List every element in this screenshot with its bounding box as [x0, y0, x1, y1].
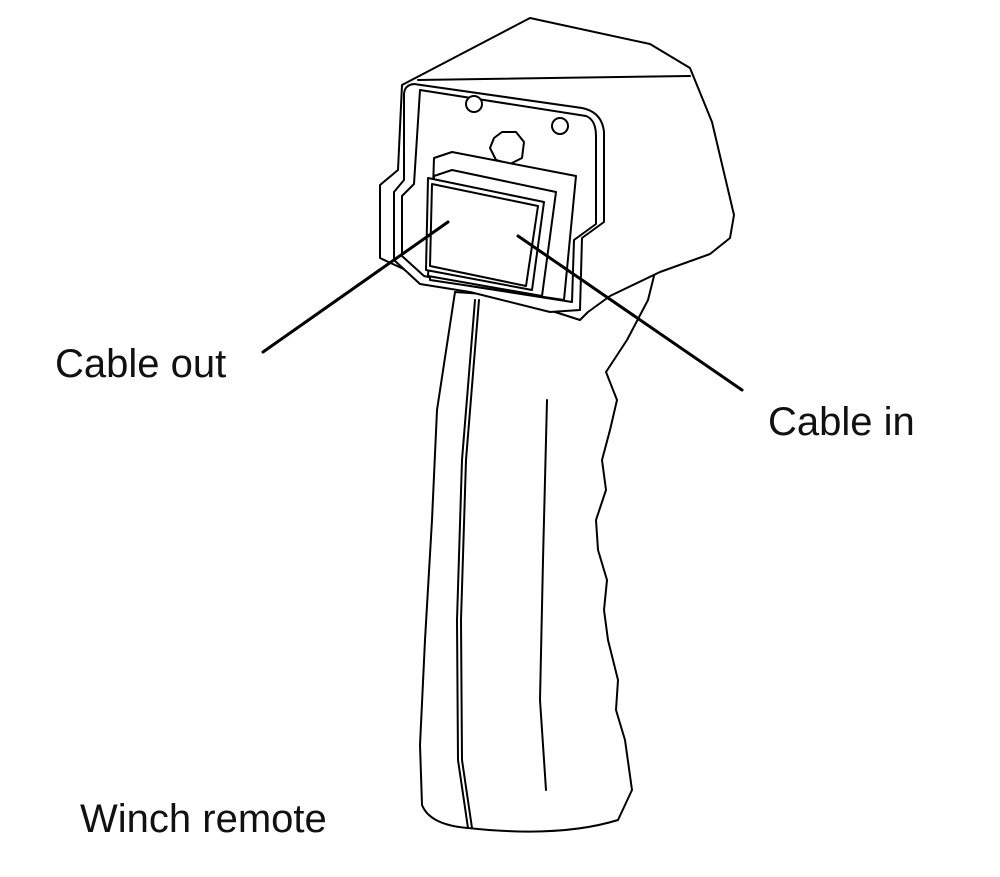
cable-out-label: Cable out	[55, 342, 227, 386]
remote-handle	[419, 261, 657, 833]
leader-line-cable-in	[516, 234, 744, 392]
screw-left	[465, 95, 483, 113]
cable-in-label: Cable in	[768, 400, 915, 444]
diagram-caption: Winch remote	[80, 797, 327, 841]
indicator-light	[489, 131, 525, 165]
screw-right	[551, 117, 569, 135]
rocker-switch	[425, 151, 577, 301]
leader-line-cable-out	[261, 220, 450, 354]
